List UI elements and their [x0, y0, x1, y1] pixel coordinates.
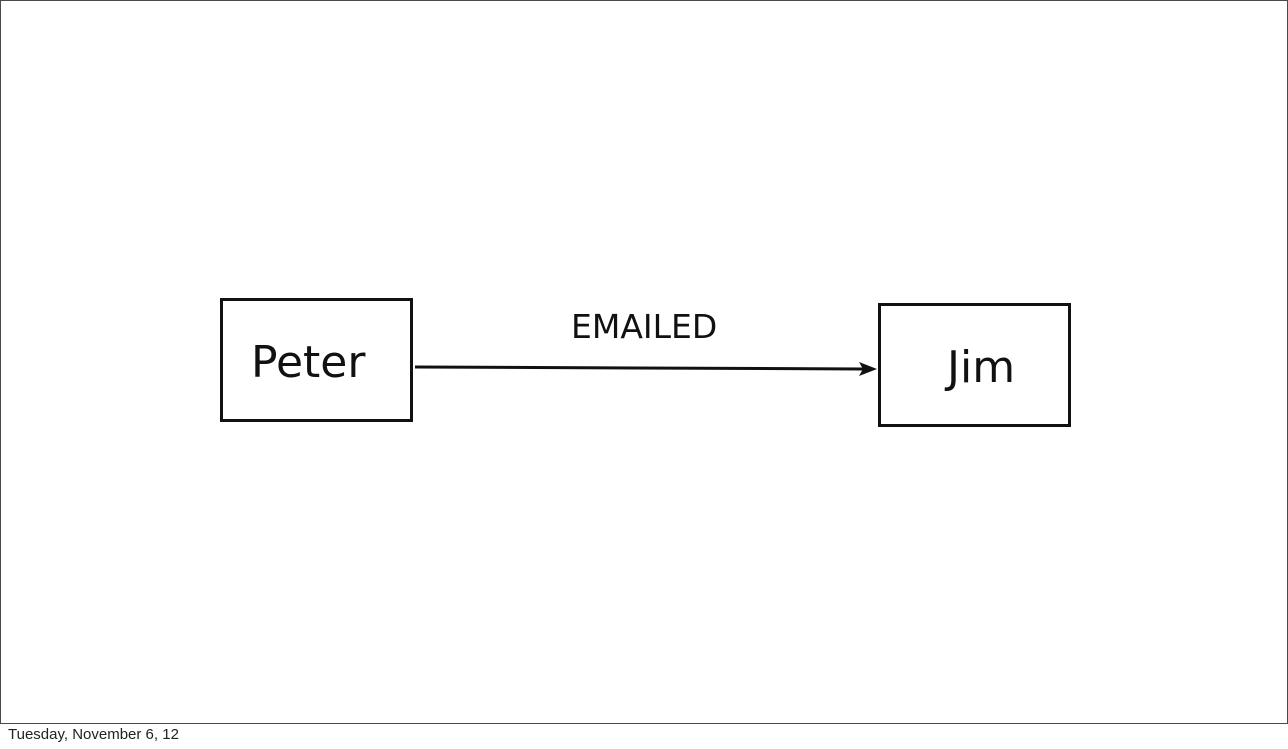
edge-emailed-line — [414, 365, 864, 371]
edge-emailed-label: EMAILED — [571, 307, 718, 346]
edge-emailed-arrow — [414, 362, 877, 376]
footer-date: Tuesday, November 6, 12 — [8, 726, 179, 743]
arrowhead-icon — [859, 362, 877, 376]
node-jim-label: Jim — [947, 342, 1016, 393]
node-jim-box: Jim — [878, 303, 1071, 427]
node-peter-box: Peter — [220, 298, 413, 422]
node-peter-label: Peter — [251, 337, 366, 388]
slide-canvas: Peter EMAILED Jim — [0, 0, 1288, 724]
